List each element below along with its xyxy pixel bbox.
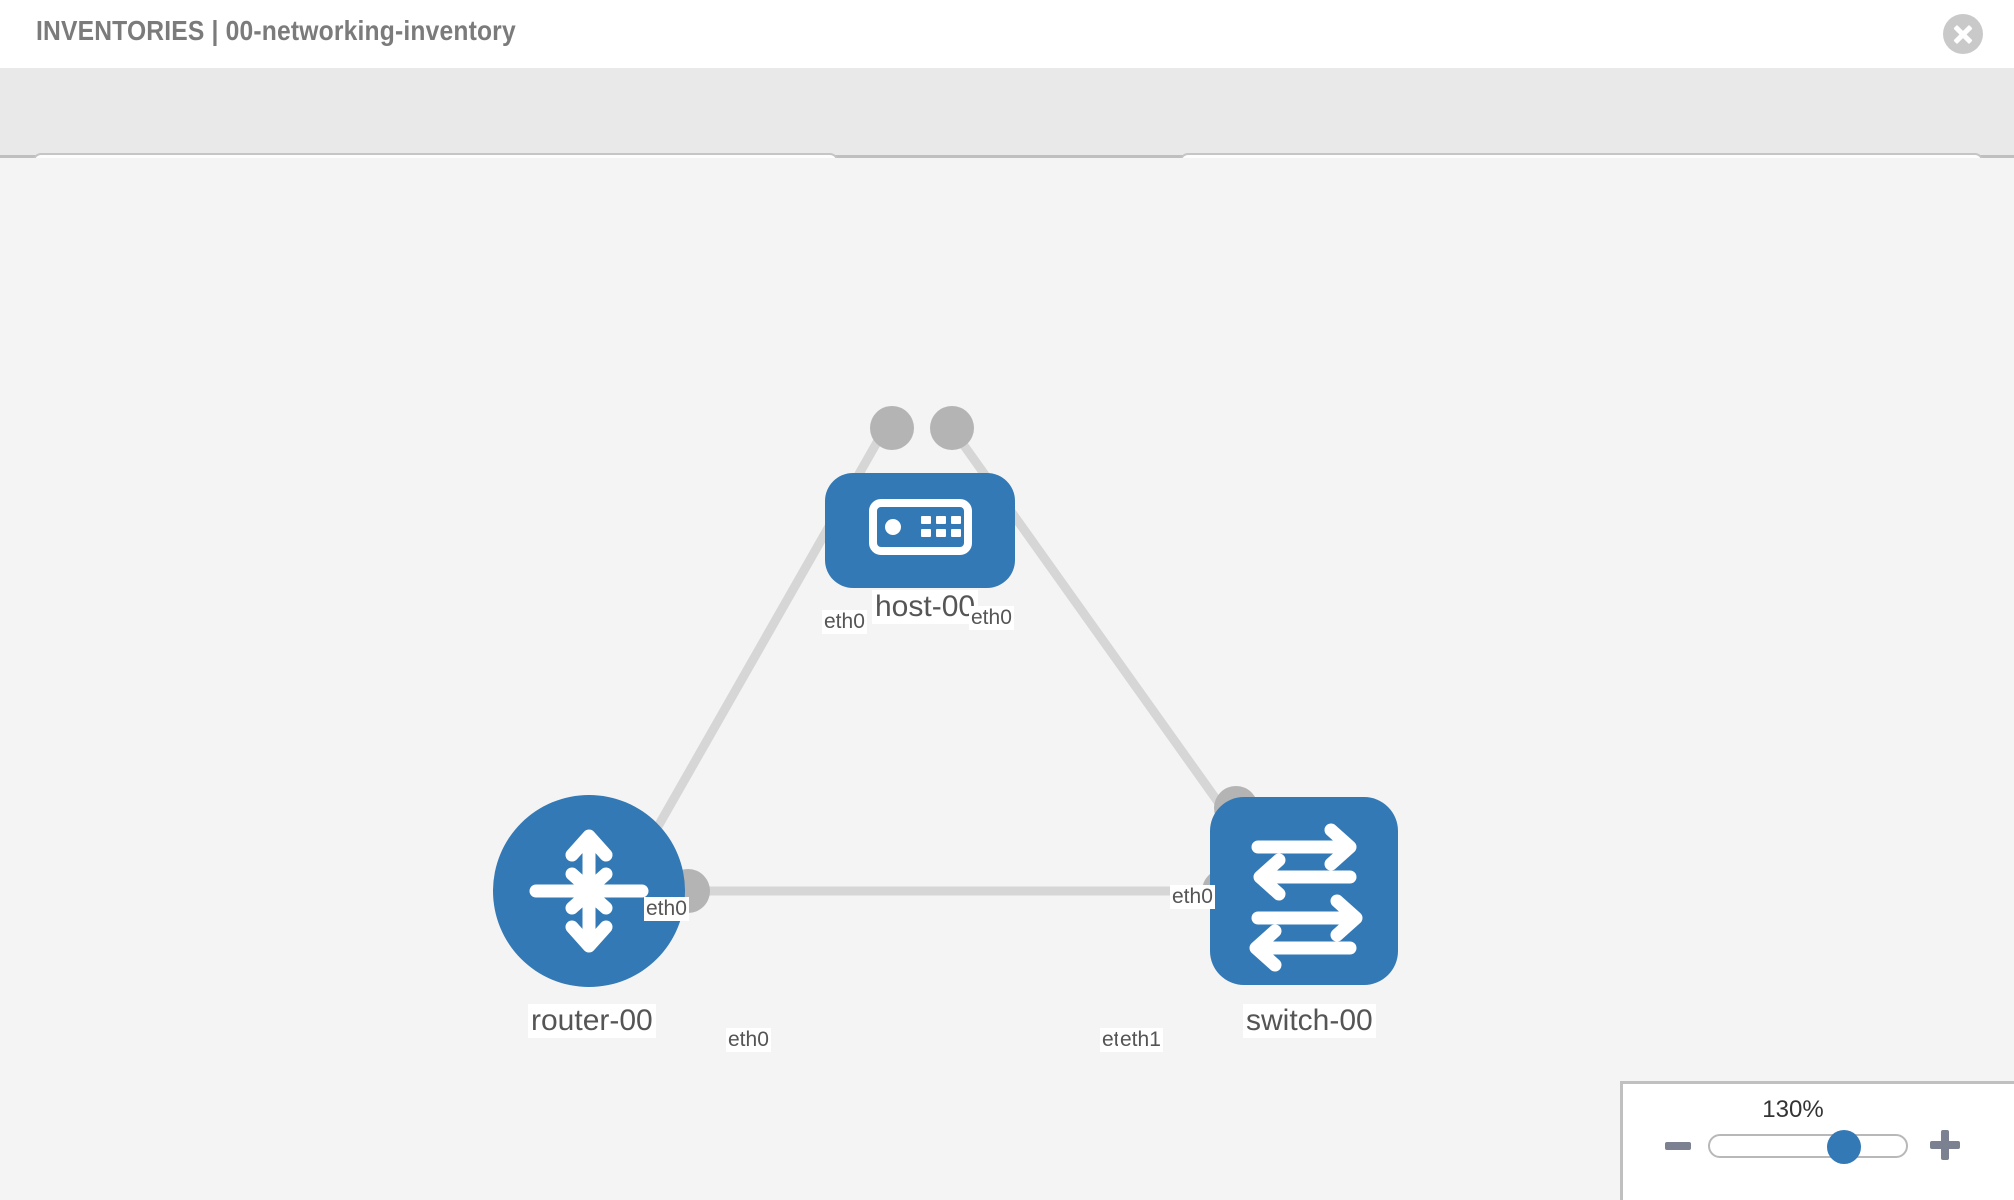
interface-label: eth0 <box>969 606 1014 631</box>
page-header: INVENTORIES | 00-networking-inventory <box>0 0 2014 68</box>
port-host-left <box>870 406 914 450</box>
router-arrows-icon <box>529 829 649 953</box>
zoom-slider[interactable] <box>1708 1130 1908 1164</box>
interface-label: eth0 <box>644 897 689 922</box>
node-host-00 <box>825 473 1015 588</box>
node-label-router-00: router-00 <box>528 1004 656 1038</box>
node-router-00 <box>493 795 685 987</box>
plus-icon[interactable] <box>1930 1130 1960 1160</box>
plus-icon-vertical <box>1941 1130 1949 1160</box>
zoom-control-panel: 130% <box>1620 1081 2014 1200</box>
interface-label: eth0 <box>822 610 867 635</box>
port-host-right <box>930 406 974 450</box>
node-label-switch-00: switch-00 <box>1243 1004 1376 1038</box>
node-label-host-00: host-00 <box>872 590 979 624</box>
page-title: INVENTORIES | 00-networking-inventory <box>36 15 516 46</box>
topology-canvas[interactable]: host-00 router-00 switch-00 eth0 eth0 et… <box>0 158 2014 1200</box>
zoom-percent-label: 130% <box>1762 1096 1824 1123</box>
zoom-slider-thumb[interactable] <box>1827 1130 1861 1164</box>
server-device-icon <box>869 499 972 555</box>
topology-graph <box>493 406 1398 987</box>
close-icon[interactable] <box>1943 14 1983 54</box>
interface-label: eth0 <box>726 1028 771 1053</box>
minus-icon[interactable] <box>1665 1142 1691 1150</box>
node-switch-00 <box>1210 797 1398 985</box>
server-device-icon-details <box>885 516 961 537</box>
interface-label: eth1 <box>1118 1028 1163 1053</box>
switch-arrows-icon <box>1249 823 1363 972</box>
toolbar: ACTIONS SEARCH <box>0 68 2014 209</box>
interface-label: eth0 <box>1170 885 1215 910</box>
